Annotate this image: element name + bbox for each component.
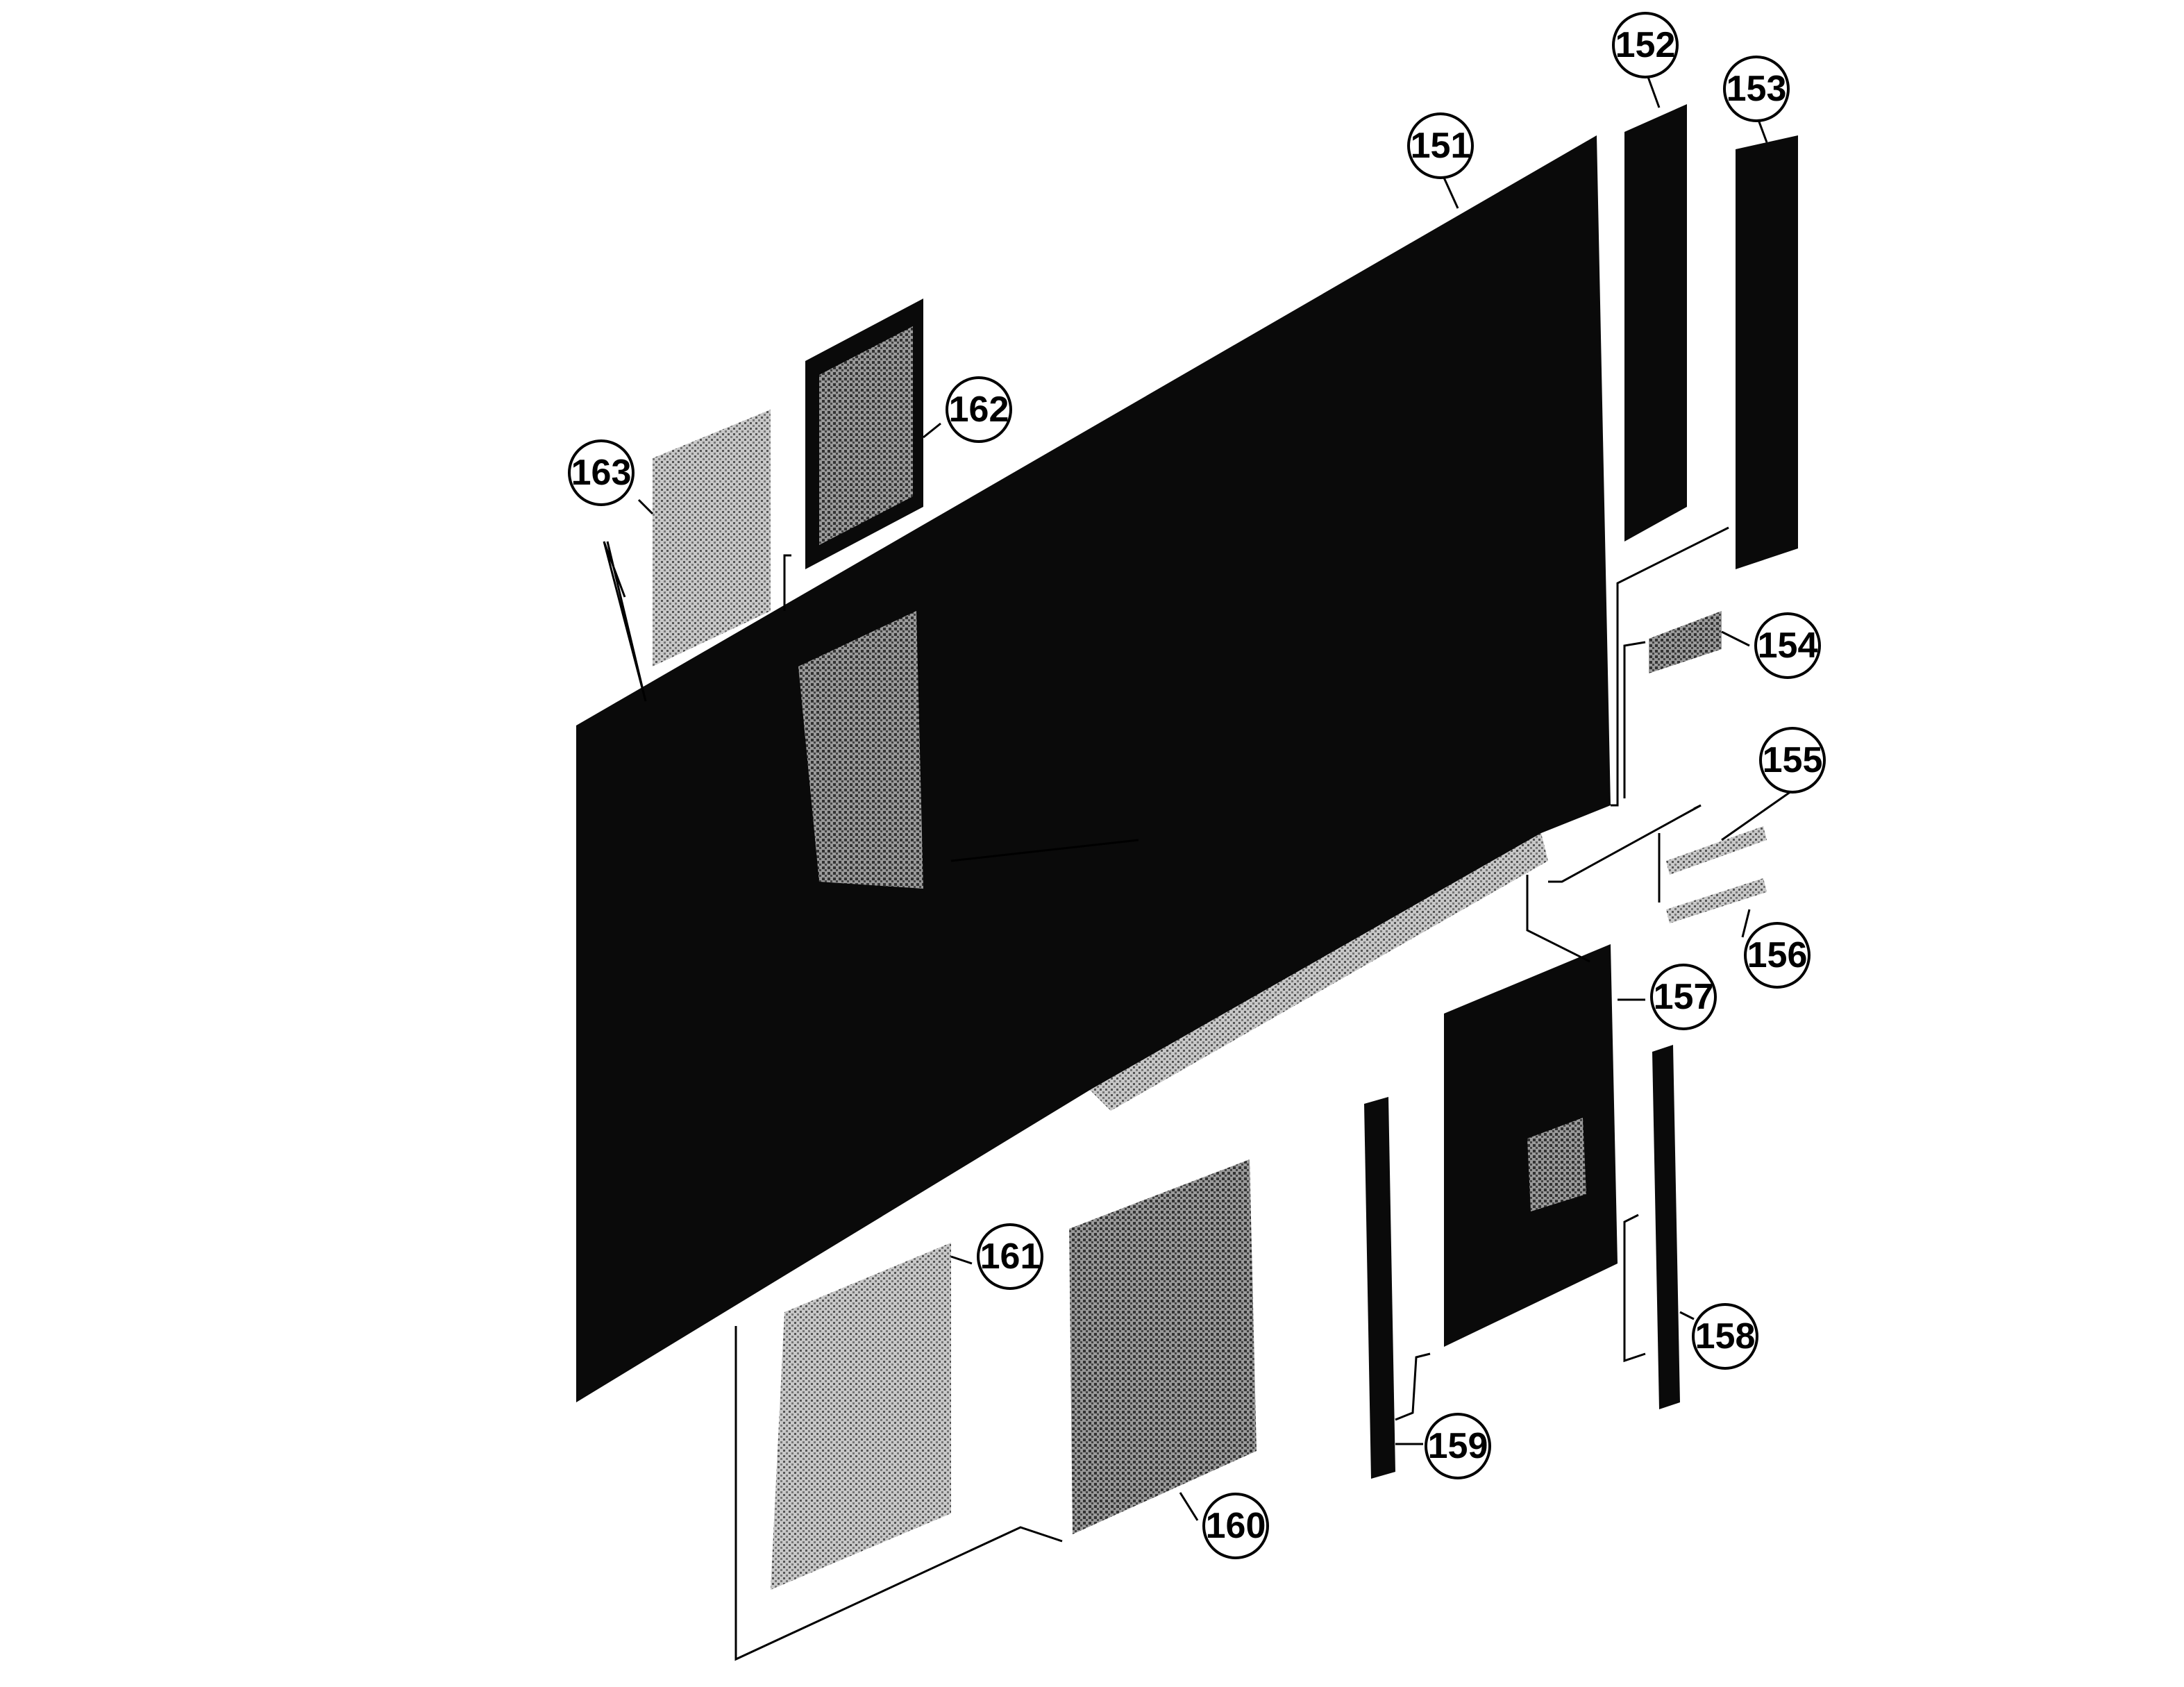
part-161-shield-plate xyxy=(734,1243,1063,1661)
leader-154 xyxy=(1721,630,1750,647)
part-152-side-panel xyxy=(1611,104,1729,807)
part-158-vertical-board xyxy=(1623,1045,1680,1409)
callout-152: 152 xyxy=(1612,12,1679,78)
callout-154: 154 xyxy=(1754,612,1821,679)
part-162-board xyxy=(783,299,923,611)
part-159-vertical-board xyxy=(1364,1097,1431,1479)
callout-163: 163 xyxy=(568,439,635,506)
callout-161: 161 xyxy=(977,1223,1043,1290)
callout-155: 155 xyxy=(1759,727,1826,794)
callout-152-label: 152 xyxy=(1615,25,1676,65)
callout-155-label: 155 xyxy=(1763,740,1823,780)
callout-159: 159 xyxy=(1425,1413,1491,1479)
part-156-bracket xyxy=(1658,833,1767,923)
part-160-shield-plate xyxy=(1069,1159,1257,1534)
part-157-main-board xyxy=(1444,875,1618,1347)
callout-158: 158 xyxy=(1692,1303,1758,1370)
part-153-side-panel xyxy=(1736,135,1798,569)
callout-160: 160 xyxy=(1202,1493,1269,1559)
leader-155 xyxy=(1721,790,1792,841)
callout-161-label: 161 xyxy=(980,1236,1041,1277)
callout-163-label: 163 xyxy=(571,453,632,493)
callout-156: 156 xyxy=(1744,922,1811,989)
callout-153-label: 153 xyxy=(1727,69,1787,109)
callout-158-label: 158 xyxy=(1695,1316,1756,1357)
callout-162-label: 162 xyxy=(949,389,1009,430)
callout-154-label: 154 xyxy=(1758,626,1818,666)
callout-162: 162 xyxy=(946,376,1012,443)
callout-156-label: 156 xyxy=(1747,935,1808,975)
callout-159-label: 159 xyxy=(1428,1426,1488,1466)
callout-160-label: 160 xyxy=(1206,1506,1266,1546)
leader-162 xyxy=(923,422,941,439)
callout-157: 157 xyxy=(1650,964,1717,1030)
part-155-bracket xyxy=(1548,804,1767,883)
leader-158 xyxy=(1679,1311,1695,1320)
leader-163 xyxy=(637,498,654,515)
part-154-connector xyxy=(1623,611,1722,798)
callout-151: 151 xyxy=(1407,112,1474,179)
part-151-main-panel xyxy=(576,135,1611,1402)
callout-153: 153 xyxy=(1723,56,1790,122)
leader-156 xyxy=(1741,909,1751,938)
callout-151-label: 151 xyxy=(1411,126,1471,166)
part-163-sheet xyxy=(603,410,771,702)
leader-161 xyxy=(950,1255,973,1265)
leader-160 xyxy=(1179,1492,1199,1521)
callout-157-label: 157 xyxy=(1654,977,1714,1017)
